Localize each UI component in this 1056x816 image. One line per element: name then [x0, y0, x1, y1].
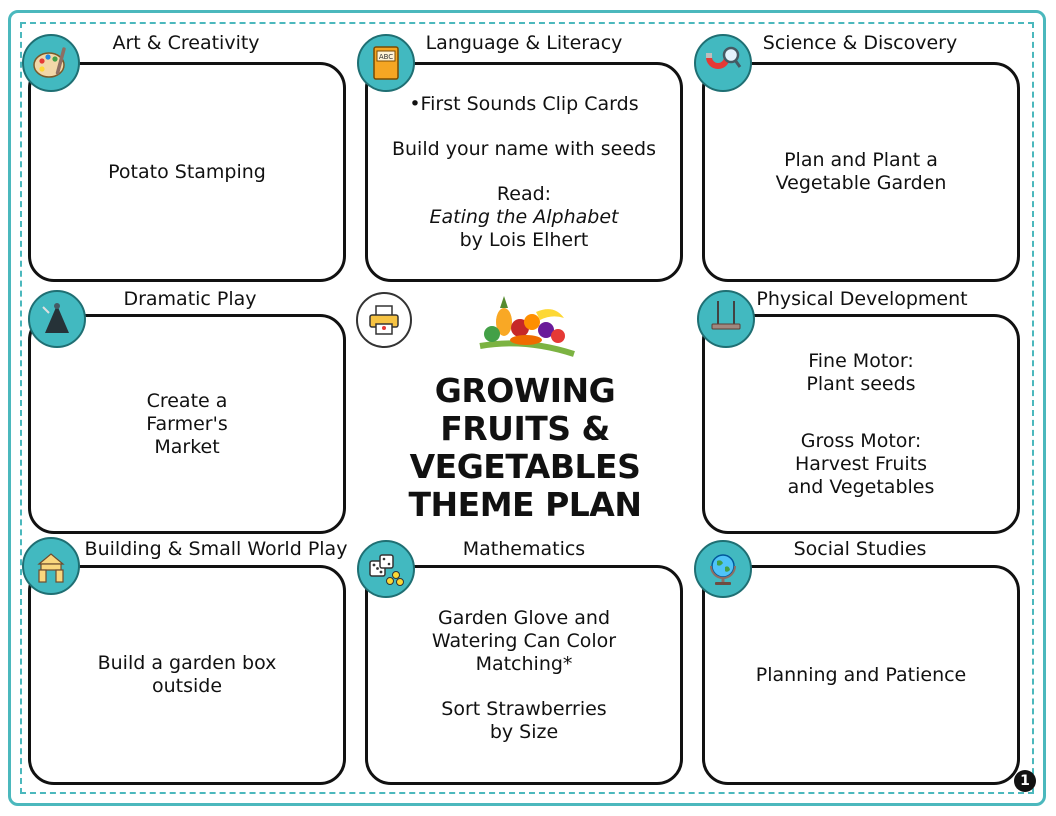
fruits-vegetables-image [470, 294, 580, 360]
social-badge [694, 540, 752, 598]
building-title: Building & Small World Play [84, 538, 348, 560]
building-badge [22, 537, 80, 595]
dramatic-line-2: Farmer's [146, 412, 228, 435]
abc-book-icon: ABC [373, 46, 399, 80]
language-badge: ABC [357, 34, 415, 92]
palette-icon [33, 47, 66, 78]
theme-title: GROWING FRUITS & VEGETABLES THEME PLAN [395, 372, 655, 524]
physical-title: Physical Development [756, 288, 968, 310]
svg-text:ABC: ABC [379, 53, 393, 61]
page-number: 1 [1014, 770, 1036, 792]
science-badge [694, 34, 752, 92]
globe-icon [710, 554, 736, 585]
art-title: Art & Creativity [112, 32, 260, 54]
dramatic-line-3: Market [154, 435, 220, 458]
physical-badge [697, 290, 755, 348]
dramatic-title: Dramatic Play [123, 288, 257, 310]
dice-icon [369, 554, 404, 586]
math-line-1: Garden Glove and [437, 606, 611, 629]
dramatic-badge [28, 290, 86, 348]
math-line-3: Matching* [475, 652, 573, 675]
printer-icon [369, 305, 399, 335]
wooden-blocks-icon [37, 553, 65, 583]
costume-cape-icon [42, 303, 69, 333]
building-line-2: outside [151, 675, 223, 697]
building-line-1: Build a garden box [97, 652, 277, 674]
science-title: Science & Discovery [762, 32, 958, 54]
art-badge [22, 34, 80, 92]
math-line-4: Sort Strawberries [441, 697, 607, 720]
science-line-2: Vegetable Garden [775, 172, 947, 194]
book-title: Eating the Alphabet [429, 205, 619, 228]
theme-title-line-3: VEGETABLES [409, 447, 641, 486]
gross-motor-line-2: and Vegetables [787, 475, 935, 498]
dramatic-line-1: Create a [146, 389, 228, 412]
physical-card: Fine Motor: Plant seeds Gross Motor: Har… [702, 314, 1020, 534]
math-card: Garden Glove and Watering Can Color Matc… [365, 565, 683, 785]
art-card: Potato Stamping [28, 62, 346, 282]
social-card: Planning and Patience [702, 565, 1020, 785]
theme-title-line-2: FRUITS & [440, 409, 610, 448]
social-line-1: Planning and Patience [755, 663, 967, 686]
science-line-1: Plan and Plant a [784, 149, 938, 171]
language-title: Language & Literacy [425, 32, 623, 54]
gross-motor-line-1: Harvest Fruits [794, 452, 928, 475]
math-badge [357, 540, 415, 598]
swing-icon [711, 301, 741, 330]
language-line-2: Build your name with seeds [391, 137, 656, 160]
theme-title-line-4: THEME PLAN [408, 485, 642, 524]
language-line-1: •First Sounds Clip Cards [409, 92, 639, 115]
art-activity: Potato Stamping [108, 160, 266, 183]
gross-motor-label: Gross Motor: [800, 429, 922, 452]
math-title: Mathematics [462, 538, 586, 560]
page-dashed-border [20, 22, 1034, 794]
book-author: by Lois Elhert [459, 228, 589, 251]
dramatic-card: Create a Farmer's Market [28, 314, 346, 534]
read-label: Read: [496, 182, 552, 205]
printer-logo [356, 292, 412, 348]
building-card: Build a garden box outside [28, 565, 346, 785]
science-card: Plan and Plant a Vegetable Garden [702, 62, 1020, 282]
fine-motor-label: Fine Motor: [808, 349, 914, 372]
math-line-5: by Size [489, 720, 559, 743]
social-title: Social Studies [793, 538, 927, 560]
page-border [8, 10, 1046, 806]
magnet-magnifier-icon [706, 46, 742, 69]
theme-title-line-1: GROWING [434, 371, 616, 410]
fine-motor-text: Plant seeds [806, 372, 916, 395]
language-card: •First Sounds Clip Cards Build your name… [365, 62, 683, 282]
math-line-2: Watering Can Color [431, 629, 617, 652]
